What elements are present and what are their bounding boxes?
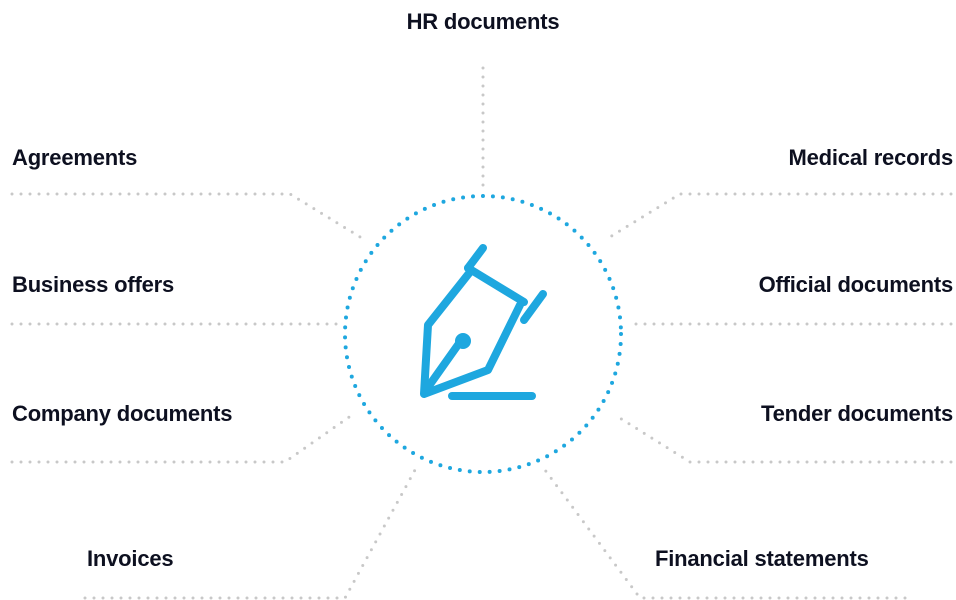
connector-company-documents xyxy=(10,413,354,464)
label-company-documents: Company documents xyxy=(12,401,233,426)
label-hr-documents: HR documents xyxy=(406,9,560,34)
fountain-pen-nib-icon xyxy=(420,244,547,400)
center-dotted-ring xyxy=(343,194,623,474)
label-medical-records: Medical records xyxy=(788,145,953,170)
label-official-documents: Official documents xyxy=(758,272,954,297)
connector-agreements xyxy=(10,192,367,242)
connector-financial-statements xyxy=(543,468,907,600)
connector-medical-records xyxy=(603,192,953,242)
pen-nib-hole xyxy=(455,333,471,349)
label-tender-documents: Tender documents xyxy=(761,401,953,426)
connector-invoices xyxy=(83,468,417,600)
label-business-offers: Business offers xyxy=(12,272,175,297)
connector-lines xyxy=(10,66,953,600)
label-financial-statements: Financial statements xyxy=(655,546,869,571)
connector-tender-documents xyxy=(613,413,953,464)
label-invoices: Invoices xyxy=(87,546,174,571)
label-agreements: Agreements xyxy=(12,145,138,170)
